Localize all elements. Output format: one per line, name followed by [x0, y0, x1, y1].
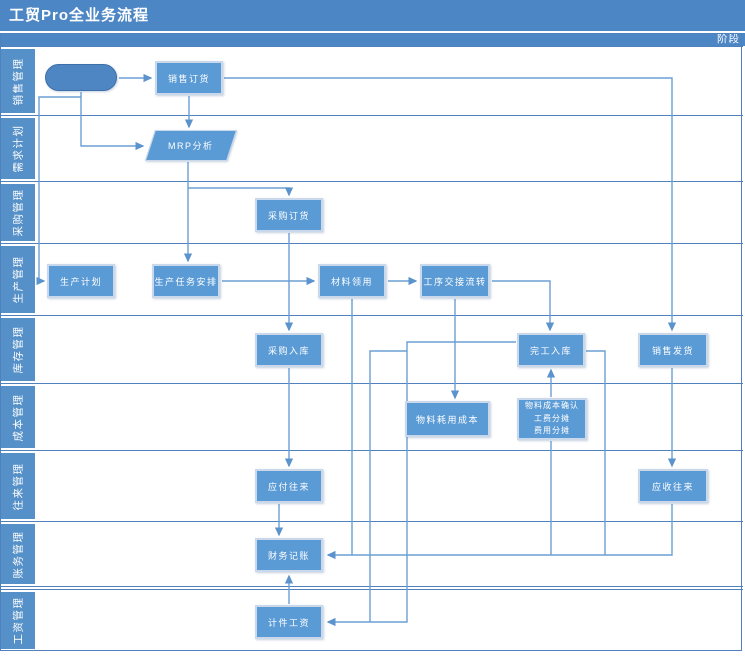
node-start-terminator[interactable] [45, 64, 117, 91]
lane-demand-plan: 需求计划 [0, 115, 743, 181]
node-production-task[interactable]: 生产任务安排 [152, 264, 220, 298]
page-title: 工贸Pro全业务流程 [0, 0, 745, 31]
lane-label-transactions: 往来管理 [1, 453, 35, 519]
node-cost-confirmation[interactable]: 物料成本确认 工费分摊 费用分摊 [517, 398, 587, 440]
node-mrp-analysis[interactable]: MRP分析 [144, 130, 238, 161]
node-material-cost[interactable]: 物料耗用成本 [405, 401, 490, 437]
node-process-handover[interactable]: 工序交接流转 [420, 264, 490, 298]
diagram-frame [0, 33, 742, 651]
lane-label-accounting: 账务管理 [1, 524, 35, 584]
lane-label-payroll: 工资管理 [1, 592, 35, 649]
lane-label-inventory: 库存管理 [1, 318, 35, 381]
lane-sales: 销售管理 [0, 46, 743, 115]
node-sales-delivery[interactable]: 销售发货 [638, 333, 708, 367]
node-material-requisition[interactable]: 材料领用 [318, 264, 386, 298]
lane-payroll: 工资管理 [0, 589, 743, 651]
lane-label-purchase: 采购管理 [1, 184, 35, 241]
node-accounts-payable[interactable]: 应付往来 [255, 469, 323, 503]
node-production-plan[interactable]: 生产计划 [47, 264, 115, 298]
node-completion-receipt[interactable]: 完工入库 [517, 333, 585, 367]
lane-inventory: 库存管理 [0, 315, 743, 383]
lane-cost: 成本管理 [0, 383, 743, 450]
node-purchase-order[interactable]: 采购订货 [255, 198, 323, 232]
lane-divider-double [0, 586, 743, 587]
stage-label: 阶段 [717, 33, 740, 45]
node-piece-wage[interactable]: 计件工资 [255, 605, 323, 639]
lane-label-cost: 成本管理 [1, 386, 35, 448]
stage-header-bar: 阶段 [0, 33, 745, 46]
lane-accounting: 账务管理 [0, 521, 743, 586]
node-bookkeeping[interactable]: 财务记账 [255, 538, 323, 572]
node-accounts-receivable[interactable]: 应收往来 [638, 469, 708, 503]
lane-purchase: 采购管理 [0, 181, 743, 243]
lane-transactions: 往来管理 [0, 450, 743, 521]
lane-label-production: 生产管理 [1, 246, 35, 313]
lane-label-sales: 销售管理 [1, 49, 35, 113]
node-sales-order[interactable]: 销售订货 [155, 61, 223, 95]
lane-label-demand-plan: 需求计划 [1, 118, 35, 179]
node-purchase-receipt[interactable]: 采购入库 [255, 333, 323, 367]
